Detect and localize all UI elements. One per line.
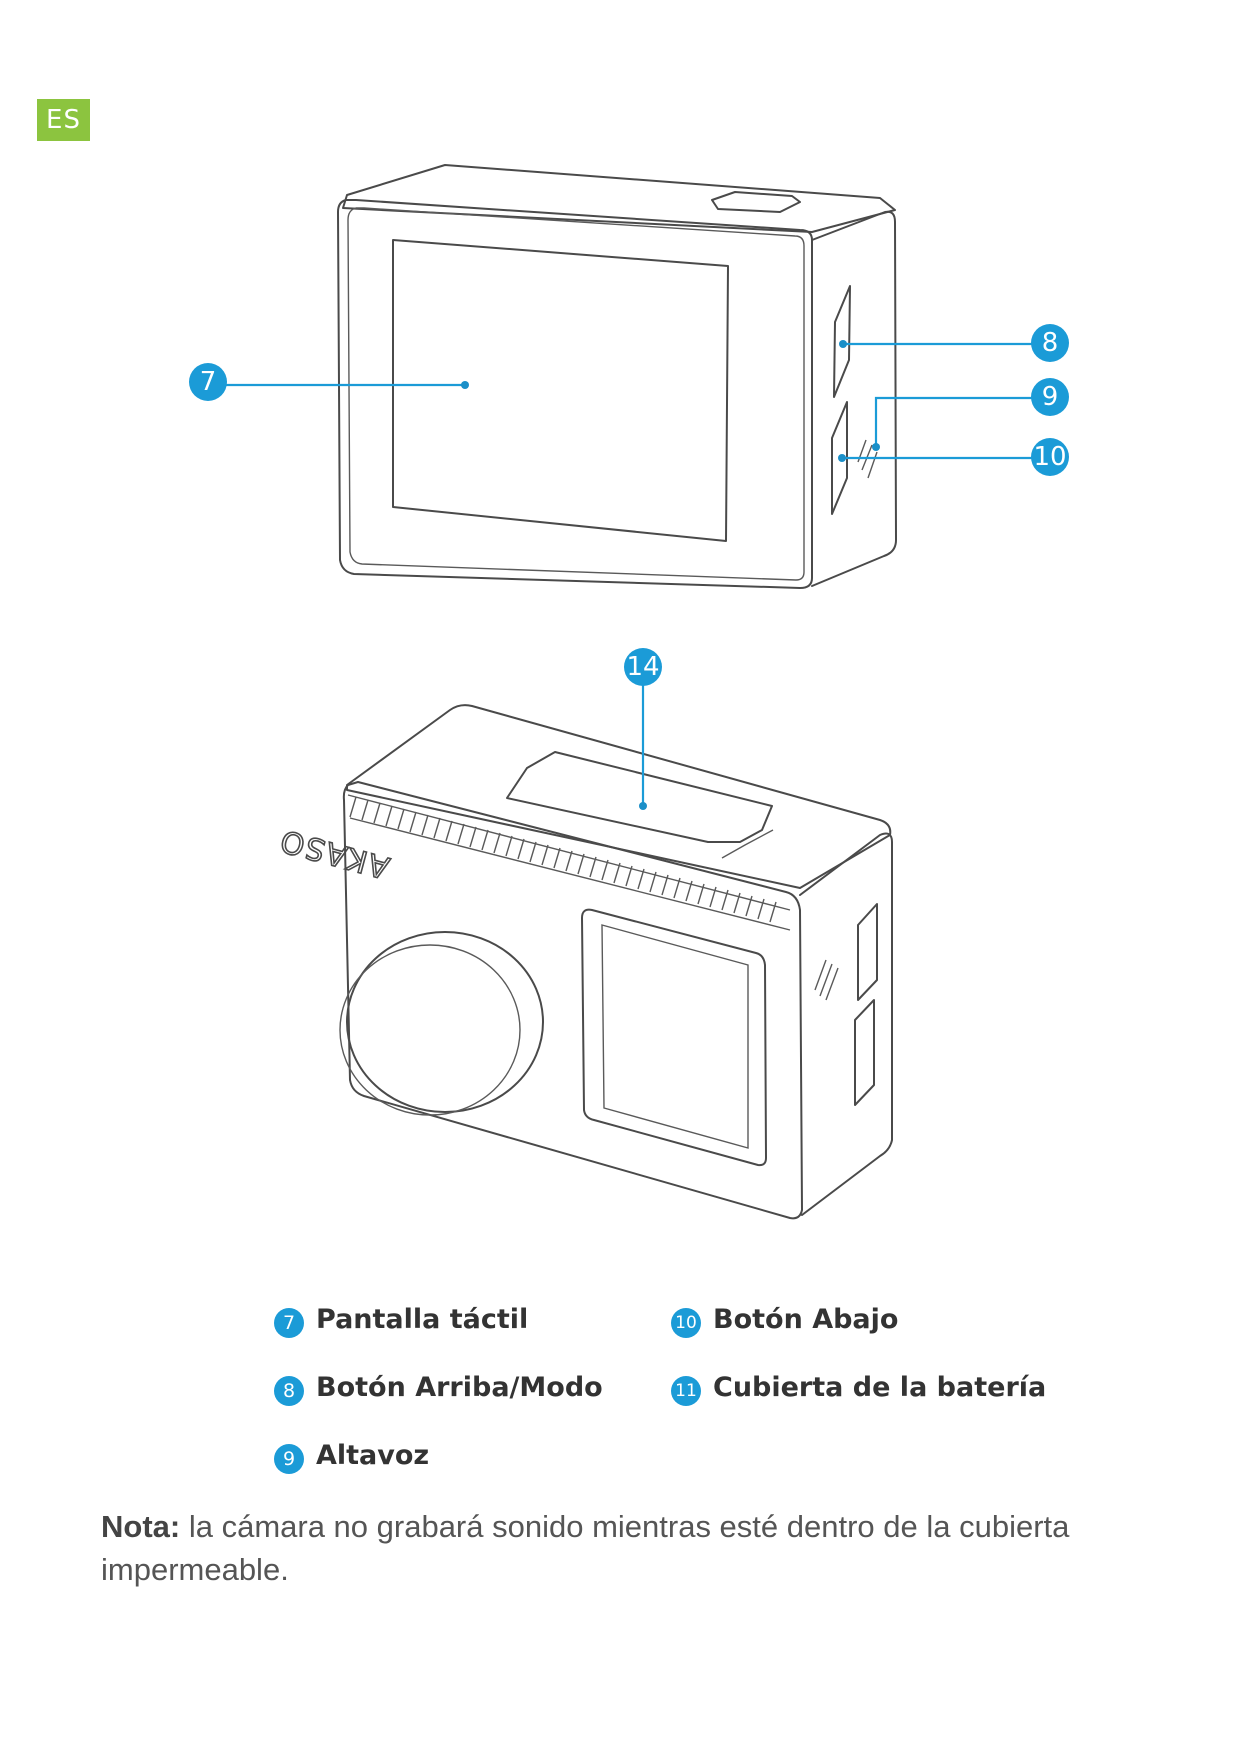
legend-label: Pantalla táctil: [316, 1303, 529, 1335]
legend-label: Altavoz: [316, 1439, 430, 1471]
legend-item: 11 Cubierta de la batería: [671, 1368, 1046, 1406]
front-screen-bezel: [581, 908, 767, 1167]
svg-text:14: 14: [626, 652, 659, 682]
legend-item: 8 Botón Arriba/Modo: [274, 1368, 603, 1406]
legend-number: 8: [274, 1376, 304, 1406]
camera-diagrams: 7 8 9 10 AKASO: [189, 164, 1069, 1220]
legend-number: 9: [274, 1444, 304, 1474]
camera-bezel: [347, 207, 805, 581]
svg-text:9: 9: [1042, 382, 1059, 412]
callout-10: 10: [1031, 438, 1069, 476]
vent-band: [347, 794, 791, 931]
svg-text:10: 10: [1033, 442, 1066, 472]
legend-number: 7: [274, 1308, 304, 1338]
camera-side-face: [811, 210, 897, 587]
brand-mark: AKASO: [275, 822, 393, 885]
up-button-front: [857, 903, 878, 1001]
lens-cap: [339, 944, 521, 1116]
shutter-button-outline: [711, 191, 801, 213]
legend-number: 10: [671, 1308, 701, 1338]
legend-label: Botón Abajo: [713, 1303, 899, 1335]
leader-9: [874, 396, 1045, 447]
speaker-grill-front: [814, 959, 839, 1001]
camera-top-face: [342, 164, 896, 233]
note-paragraph: Nota: la cámara no grabará sonido mientr…: [101, 1505, 1151, 1591]
legend-item: 7 Pantalla táctil: [274, 1300, 528, 1338]
battery-cover-outline: [506, 751, 773, 843]
legend-item: 9 Altavoz: [274, 1436, 429, 1474]
touch-screen-outline: [392, 239, 729, 542]
camera-top-face-front: [346, 704, 892, 889]
legend-label: Botón Arriba/Modo: [316, 1371, 603, 1403]
language-badge: ES: [37, 99, 90, 141]
front-screen: [601, 924, 749, 1149]
callout-7: 7: [189, 363, 227, 401]
lens-ring: [346, 931, 544, 1113]
callout-14: 14: [624, 648, 662, 686]
legend-label: Cubierta de la batería: [713, 1371, 1047, 1403]
note-text: la cámara no grabará sonido mientras est…: [101, 1509, 1070, 1587]
camera-side-face-front: [799, 832, 893, 1216]
camera-front-view: AKASO 14: [274, 648, 893, 1220]
svg-text:7: 7: [200, 367, 217, 397]
camera-front-face: [342, 781, 803, 1220]
legend-number: 11: [671, 1376, 701, 1406]
camera-rear-view: 7 8 9 10: [189, 164, 1069, 589]
callout-8: 8: [1031, 324, 1069, 362]
down-button-front: [854, 999, 875, 1106]
camera-body-outline: [337, 199, 813, 589]
note-label: Nota:: [101, 1509, 181, 1544]
battery-cover-latch: [721, 829, 774, 859]
vent-stripes: [349, 796, 777, 923]
legend-item: 10 Botón Abajo: [671, 1300, 898, 1338]
down-button-outline: [831, 401, 848, 515]
svg-text:8: 8: [1042, 328, 1059, 358]
up-button-outline: [833, 285, 851, 398]
callout-9: 9: [1031, 378, 1069, 416]
